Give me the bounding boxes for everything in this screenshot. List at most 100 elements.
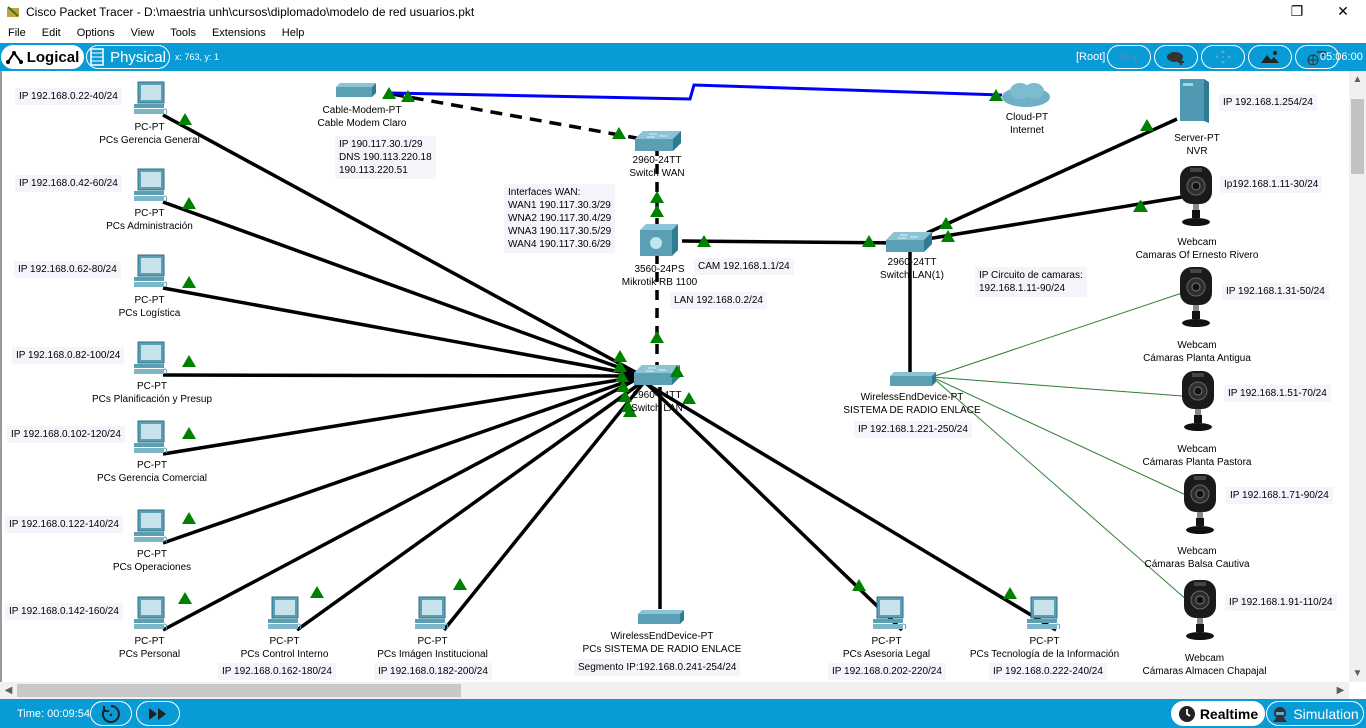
link-up-indicator [618, 390, 632, 402]
scroll-right-icon[interactable]: ▶ [1336, 685, 1345, 696]
ethernet-link [926, 195, 1183, 241]
pc-icon[interactable] [872, 596, 907, 630]
link-up-indicator [682, 392, 696, 404]
ip-note: IP 192.168.1.221-250/24 [854, 421, 972, 438]
pc-icon[interactable] [133, 254, 168, 288]
menu-tools[interactable]: Tools [170, 27, 196, 39]
tab-physical[interactable]: Physical [86, 45, 170, 69]
menu-edit[interactable]: Edit [41, 27, 61, 39]
pc-icon[interactable] [1026, 596, 1061, 630]
viewport-button[interactable] [1295, 45, 1339, 69]
serial-link [389, 83, 1003, 101]
status-bar: Time: 00:09:54 Realtime Simulation [0, 699, 1366, 728]
link-up-indicator [613, 350, 627, 362]
ip-note: IP 192.168.1.31-50/24 [1222, 283, 1329, 300]
tab-logical[interactable]: Logical [1, 45, 84, 69]
reset-time-button[interactable] [90, 701, 132, 726]
pc-icon[interactable] [133, 420, 168, 454]
vertical-scroll-thumb[interactable] [1351, 99, 1364, 174]
webcam-icon[interactable] [1179, 266, 1213, 328]
scroll-up-icon[interactable]: ▲ [1352, 74, 1363, 85]
ethernet-link [926, 117, 1178, 235]
link-up-indicator [310, 586, 324, 598]
menu-extensions[interactable]: Extensions [211, 27, 266, 39]
realtime-mode-button[interactable]: Realtime [1171, 701, 1265, 726]
scroll-down-icon[interactable]: ▼ [1352, 668, 1363, 679]
ip-note: IP 192.168.0.82-100/24 [12, 347, 125, 364]
horizontal-scroll-thumb[interactable] [17, 684, 461, 697]
scroll-left-icon[interactable]: ◀ [4, 685, 13, 696]
pc-icon[interactable] [133, 341, 168, 375]
horizontal-scrollbar[interactable]: ◀ ▶ [0, 682, 1349, 699]
webcam-icon[interactable] [1181, 370, 1215, 432]
menu-view[interactable]: View [130, 27, 155, 39]
link-up-indicator [862, 235, 876, 247]
pc-icon[interactable] [133, 81, 168, 115]
switch-icon[interactable] [885, 231, 933, 253]
fast-forward-button[interactable] [136, 701, 180, 726]
ethernet-link [162, 375, 638, 456]
ethernet-link [162, 373, 638, 378]
ip-note: IP 192.168.1.254/24 [1219, 94, 1317, 111]
close-button[interactable]: ✕ [1320, 0, 1366, 23]
back-button[interactable] [1107, 45, 1151, 69]
move-object-button[interactable] [1201, 45, 1245, 69]
webcam-icon[interactable] [1183, 473, 1217, 535]
pc-icon[interactable] [414, 596, 449, 630]
link-up-indicator [1140, 119, 1154, 131]
ip-note: Segmento IP:192.168.0.241-254/24 [574, 659, 741, 676]
switch-icon[interactable] [634, 130, 682, 152]
vertical-scrollbar[interactable]: ▲ ▼ [1349, 71, 1366, 682]
pc-icon[interactable] [133, 509, 168, 543]
webcam-icon[interactable] [1183, 579, 1217, 641]
link-up-indicator [697, 235, 711, 247]
pc-icon[interactable] [133, 168, 168, 202]
menu-help[interactable]: Help [281, 27, 305, 39]
restore-button[interactable]: ❐ [1274, 0, 1320, 23]
set-background-button[interactable] [1248, 45, 1292, 69]
pc-icon[interactable] [133, 596, 168, 630]
ethernet-link [442, 379, 647, 632]
back-icon [1119, 51, 1137, 63]
root-breadcrumb[interactable]: [Root] [1076, 51, 1106, 63]
fiber-link [391, 92, 643, 141]
pc-icon[interactable] [267, 596, 302, 630]
links-layer [162, 83, 1189, 632]
menu-options[interactable]: Options [76, 27, 115, 39]
ip-note: Ip192.168.1.11-30/24 [1220, 176, 1323, 193]
clock-icon [1178, 705, 1195, 722]
minimize-button[interactable] [1228, 0, 1274, 23]
simulation-mode-button[interactable]: Simulation [1266, 701, 1364, 726]
new-cluster-button[interactable] [1154, 45, 1198, 69]
ip-note: IP 192.168.0.142-160/24 [5, 603, 123, 620]
menu-file[interactable]: File [8, 27, 26, 39]
link-up-indicator [178, 113, 192, 125]
webcam-icon[interactable] [1179, 165, 1213, 227]
